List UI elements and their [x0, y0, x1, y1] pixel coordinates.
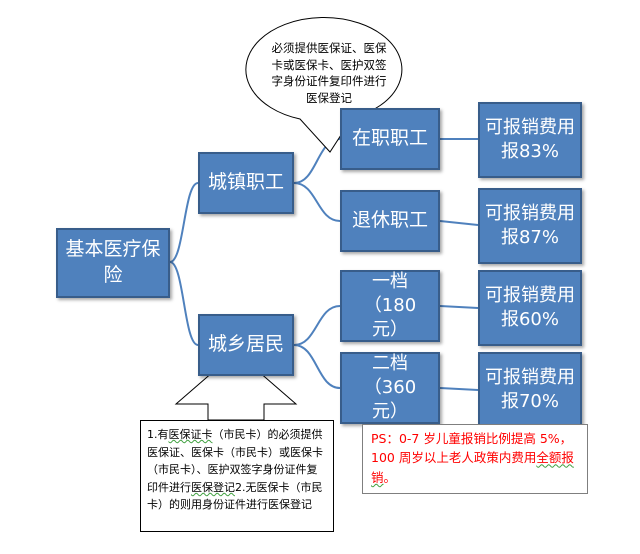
rate-line1: 可报销费用: [485, 116, 575, 138]
rate-line1: 可报销费用: [485, 284, 575, 306]
rate-line2: 报60%: [500, 309, 559, 330]
callout-bubble: [245, 17, 403, 153]
urban-label: 城镇职工: [207, 171, 284, 194]
root-node: 基本医疗保 险: [56, 228, 170, 298]
rural-label: 城乡居民: [207, 333, 284, 356]
ps-text-3: 。: [383, 469, 397, 485]
link-rural-tier2: [293, 344, 341, 389]
link-rural-tier1: [293, 305, 341, 346]
note-text-1: 1.有: [147, 428, 169, 441]
note-text-3: （市民卡）的必须提供医保证、医保卡（市民卡）或医保卡（市民卡）、医护双签字身份证…: [147, 428, 323, 494]
rate-node-retired: 可报销费用 报87%: [478, 188, 582, 264]
link-root-rural: [169, 261, 199, 346]
root-label-line1: 基本医疗保: [65, 238, 161, 261]
rate-line1: 可报销费用: [485, 202, 575, 224]
rate-line2: 报70%: [500, 391, 559, 412]
rate-line1: 可报销费用: [485, 366, 575, 388]
note-text-2: 医保证卡: [168, 428, 213, 441]
rate-line2: 报83%: [500, 141, 559, 162]
employed-label: 在职职工: [351, 127, 428, 150]
tier2-node: 二档（360 元）: [340, 352, 440, 424]
note-text-5: 2.无医保卡（市民卡）的则用身份证件进行医保登记: [147, 480, 323, 512]
employed-node: 在职职工: [340, 108, 440, 170]
rate-node-tier2: 可报销费用 报70%: [478, 352, 582, 428]
rate-line2: 报87%: [500, 227, 559, 248]
note-box: 1.有医保证卡（市民卡）的必须提供医保证、医保卡（市民卡）或医保卡（市民卡）、医…: [140, 420, 334, 532]
ps-text-1: PS：0-7 岁儿童报销比例提高 5%，100 周岁以上老人政策内费用: [371, 431, 573, 466]
tier2-label-line2: 元）: [372, 401, 408, 423]
tier1-node: 一档（180 元）: [340, 270, 440, 342]
root-label-line2: 险: [103, 264, 123, 286]
urban-rural-resident-node: 城乡居民: [198, 314, 294, 376]
link-retired-rate2: [439, 220, 479, 226]
callout-text: 必须提供医保证、医保卡或医保卡、医护双签字身份证件复印件进行医保登记: [271, 41, 387, 106]
urban-employee-node: 城镇职工: [198, 152, 294, 214]
rate-node-tier1: 可报销费用 报60%: [478, 270, 582, 346]
note-text-4: 医保登记: [191, 480, 235, 494]
retired-node: 退休职工: [340, 190, 440, 252]
tier1-label-line1: 一档（180: [363, 270, 417, 316]
ps-note-box: PS：0-7 岁儿童报销比例提高 5%，100 周岁以上老人政策内费用全额报销。: [362, 424, 588, 494]
link-tier2-rate4: [439, 387, 479, 391]
link-urban-retired: [293, 182, 341, 222]
tier2-label-line1: 二档（360: [363, 352, 417, 398]
retired-label: 退休职工: [351, 209, 428, 232]
tier1-label-line2: 元）: [372, 319, 408, 341]
link-tier1-rate3: [439, 305, 479, 309]
link-root-urban: [169, 182, 199, 263]
ps-text-2: 全额报销: [371, 450, 574, 485]
rate-node-employed: 可报销费用 报83%: [478, 102, 582, 178]
